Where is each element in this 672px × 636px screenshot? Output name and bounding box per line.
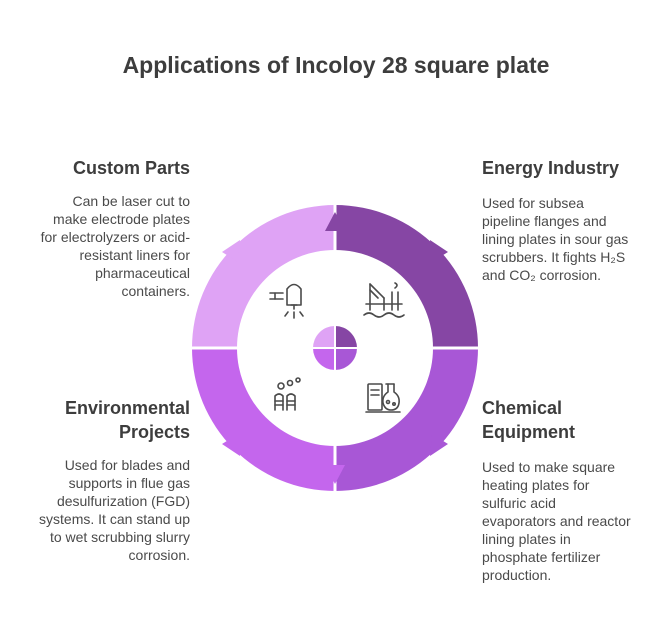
chevron-left-icon	[222, 240, 240, 262]
center-pie-top-left	[313, 326, 335, 348]
ring	[188, 200, 482, 496]
ring-segment-top-left	[192, 205, 335, 348]
offshore-rig-icon	[363, 282, 405, 318]
heading-energy-industry: Energy Industry	[482, 158, 620, 178]
heading-environmental-projects: Environmental Projects	[64, 398, 190, 442]
laser-cutter-icon	[269, 283, 304, 319]
description-environmental-projects: Used for blades and supports in flue gas…	[39, 457, 190, 563]
smokestack-icon	[274, 377, 301, 411]
heading-chemical-equipment: Chemical Equipment	[482, 398, 575, 442]
chevron-bottom-icon	[325, 465, 345, 484]
heading-custom-parts: Custom Parts	[72, 158, 190, 178]
description-custom-parts: Can be laser cut to make electrode plate…	[40, 193, 190, 299]
ring-segment-bottom-right	[335, 348, 478, 491]
chevron-right-icon	[430, 240, 448, 262]
description-chemical-equipment: Used to make square heating plates for s…	[482, 459, 631, 583]
center-pie-bottom-left	[313, 348, 335, 370]
chevron-bottom-left-icon	[222, 434, 240, 456]
ring-arrows	[222, 212, 448, 484]
chevron-bottom-right-icon	[430, 434, 448, 456]
ring-segment-bottom-left	[192, 348, 335, 491]
description-energy-industry: Used for subsea pipeline flanges and lin…	[482, 195, 629, 283]
chevron-top-icon	[325, 212, 345, 231]
ring-segment-top-right	[335, 205, 478, 348]
center-pie-bottom-right	[335, 348, 357, 370]
center-pie	[311, 324, 359, 372]
chemistry-flask-icon	[365, 383, 401, 413]
page-title: Applications of Incoloy 28 square plate	[122, 52, 550, 78]
center-pie-top-right	[335, 326, 357, 348]
